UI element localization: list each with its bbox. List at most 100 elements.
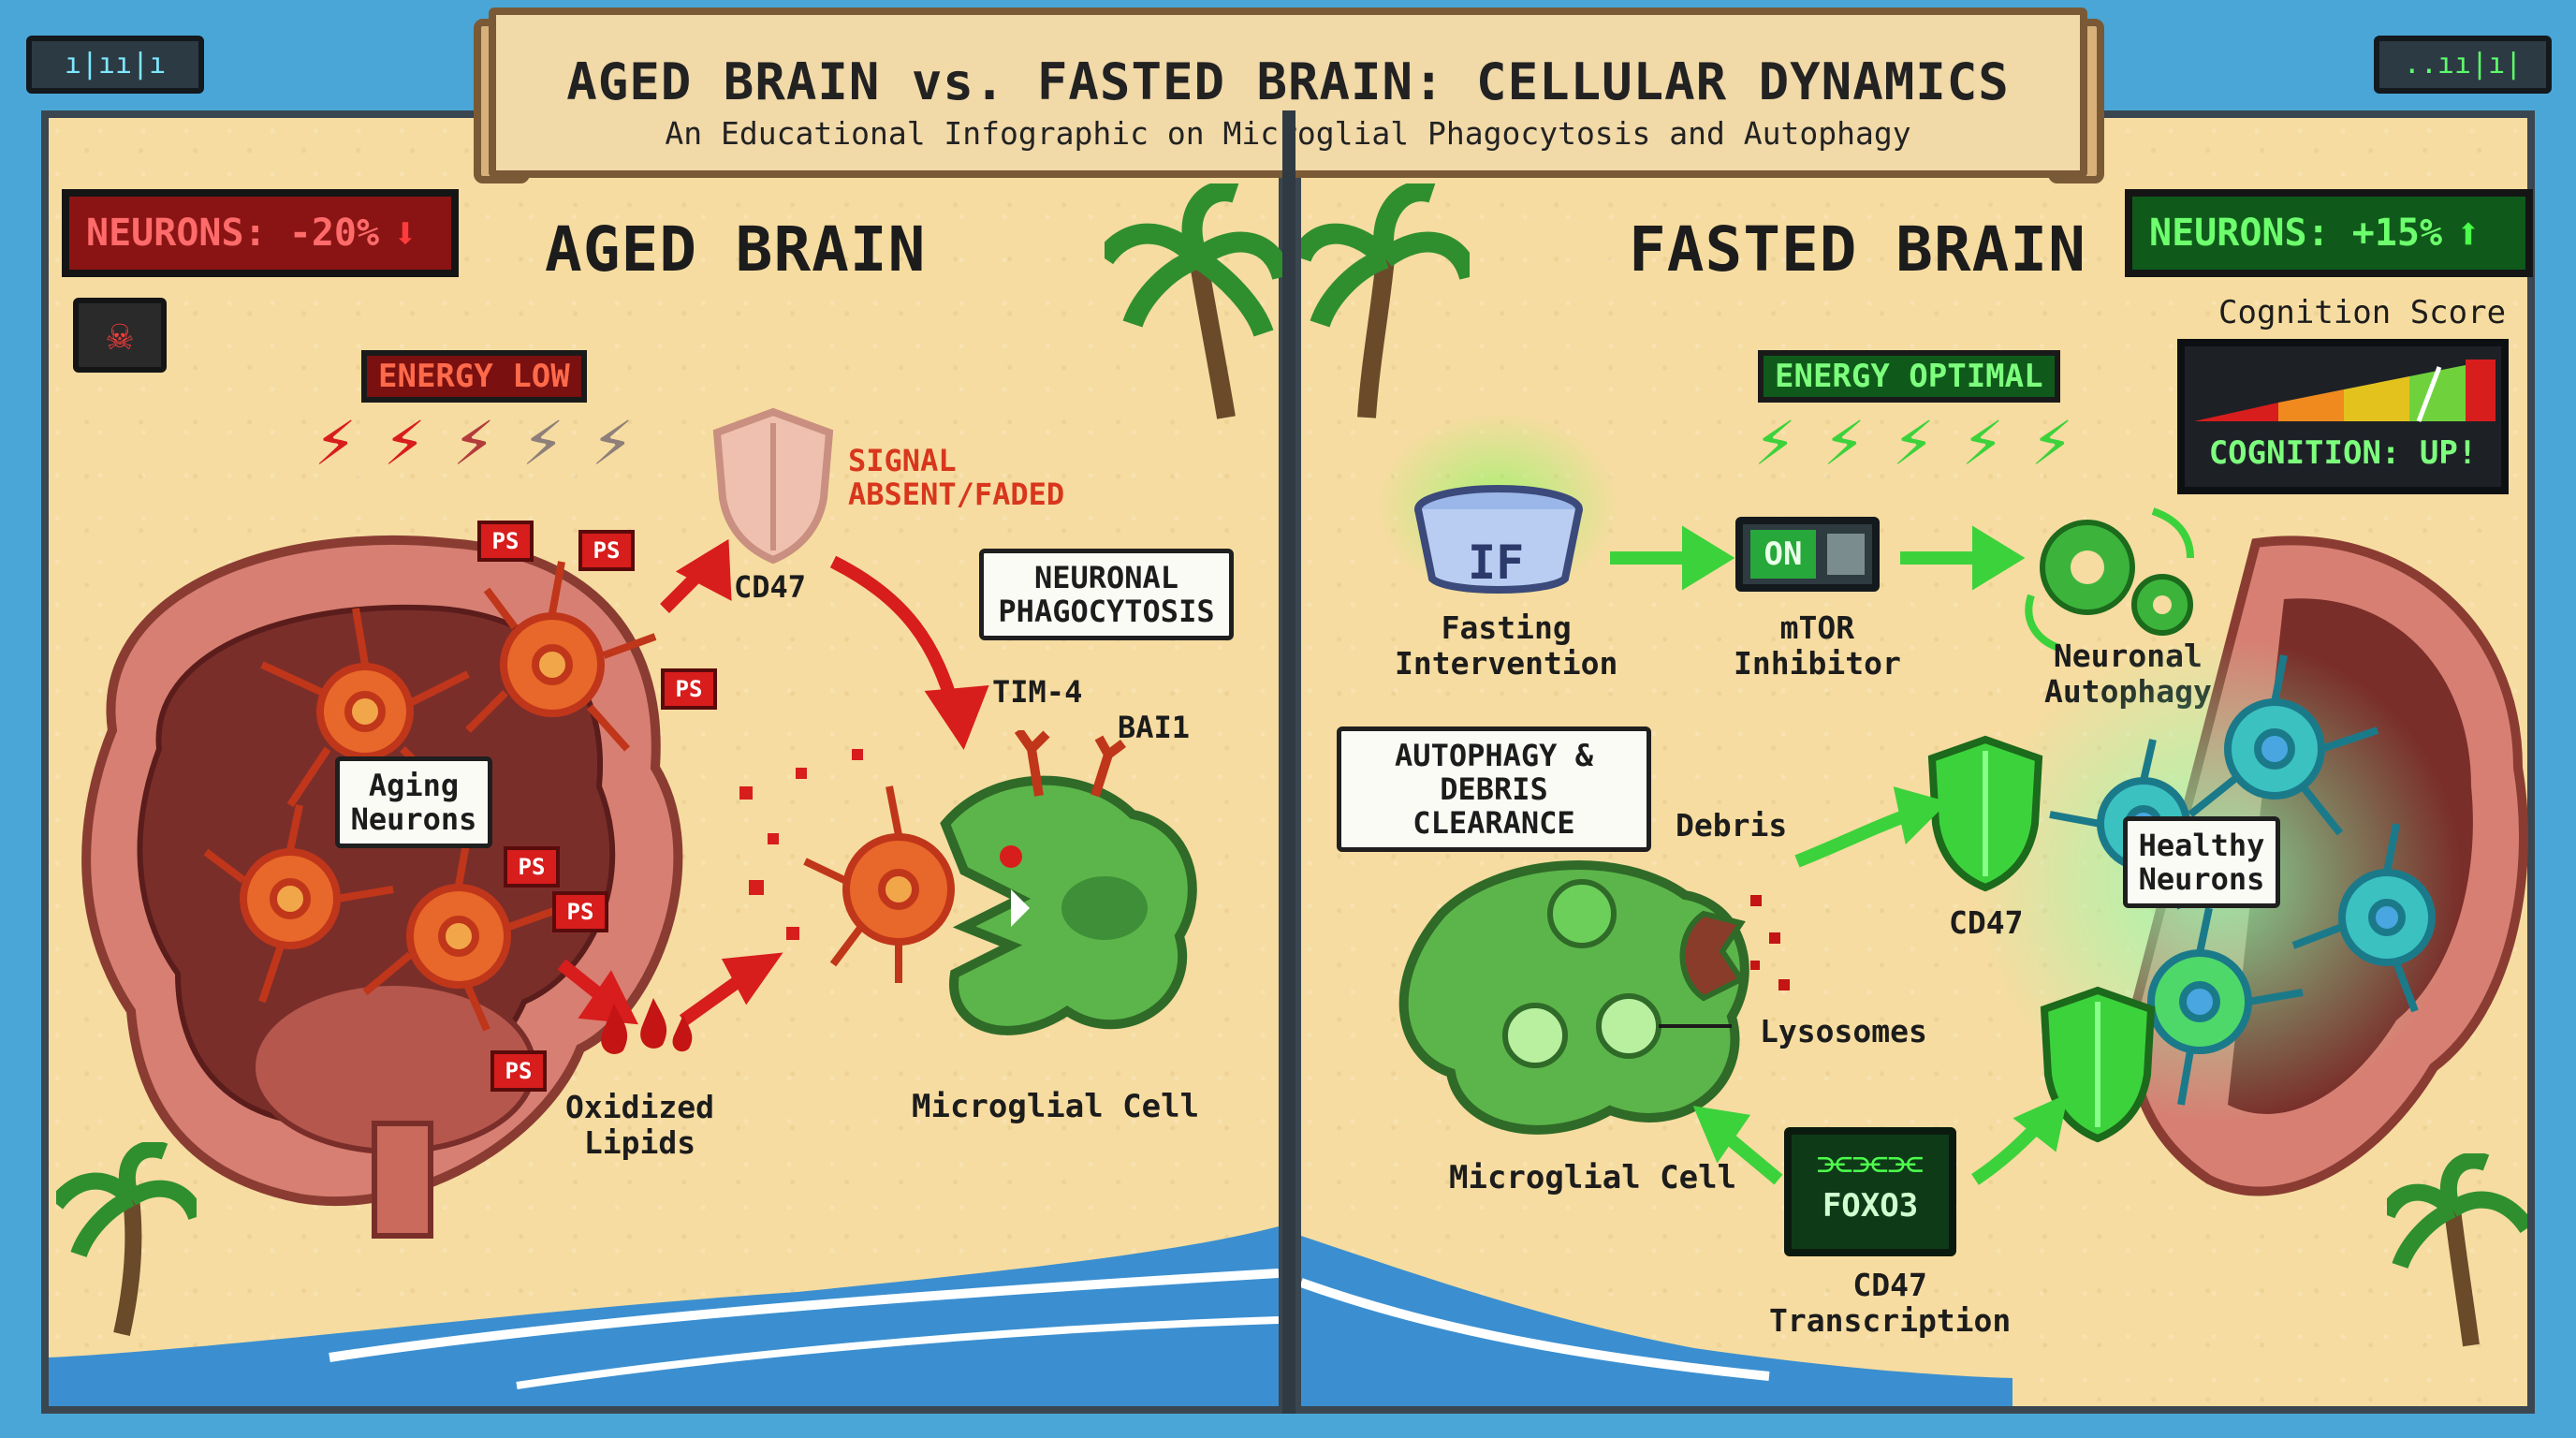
protective-shield-icon	[2040, 986, 2156, 1143]
signal-device-left: ı|ıı|ı	[26, 36, 204, 94]
ocean-waves-left	[49, 1226, 1279, 1406]
phagocytosis-callout: NEURONAL PHAGOCYTOSIS	[979, 549, 1234, 640]
bolt-icon: ⚡	[2031, 401, 2073, 481]
neurons-decrease-badge: NEURONS: -20% ⬇	[62, 189, 459, 277]
gears-icon	[2025, 507, 2194, 652]
skull-icon: ☠	[73, 298, 167, 373]
fasting-line2: Intervention	[1395, 645, 1618, 682]
ps-flag: PS	[661, 668, 717, 710]
if-label: IF	[1468, 536, 1525, 590]
aged-brain-inner	[137, 605, 616, 1128]
bolt-icon: ⚡	[1823, 401, 1866, 481]
healthy-neuron	[2291, 823, 2436, 1013]
bolt-icon: ⚡	[592, 401, 634, 481]
mtor-line1: mTOR	[1779, 609, 1855, 646]
healthy-microglia-illustration	[1398, 860, 1790, 1135]
cognition-meter: COGNITION: UP!	[2177, 339, 2509, 494]
energy-optimal-bolts: ⚡ ⚡ ⚡ ⚡ ⚡	[1754, 406, 2110, 491]
fasting-line1: Fasting	[1441, 609, 1572, 646]
lysosome	[1502, 1003, 1568, 1068]
ocean-waves-right	[1301, 1236, 2012, 1406]
neurons-increase-badge: NEURONS: +15% ⬆	[2125, 189, 2533, 277]
aged-microglia-illustration	[739, 730, 1197, 1035]
clearance-line1: AUTOPHAGY &	[1395, 738, 1593, 773]
transcription-line2: Transcription	[1769, 1302, 2012, 1339]
debris-particles	[739, 749, 863, 940]
aging-neurons	[203, 561, 657, 1032]
bai1-label: BAI1	[1118, 710, 1191, 745]
microglial-body	[1398, 860, 1749, 1135]
ps-flag: PS	[552, 891, 608, 932]
ps-flag: PS	[477, 521, 534, 562]
bolt-icon: ⚡	[315, 401, 357, 481]
healthy-neurons-callout: Healthy Neurons	[2123, 816, 2280, 908]
foxo3-box: ⫘⫘⫘ FOXO3	[1784, 1127, 1956, 1256]
lysosome	[1547, 879, 1617, 948]
clearance-line2: DEBRIS CLEARANCE	[1412, 771, 1575, 841]
oxidized-line1: Oxidized	[565, 1089, 714, 1125]
fasted-brain-title: FASTED BRAIN	[1629, 213, 2086, 286]
bolt-icon: ⚡	[1962, 401, 2004, 481]
signal-label-line1: SIGNAL	[848, 443, 957, 478]
lysosomes-label: Lysosomes	[1760, 1013, 1927, 1049]
signal-absent-label: SIGNAL ABSENT/FADED	[848, 444, 1064, 511]
oxidized-lipids-label: Oxidized Lipids	[565, 1090, 714, 1161]
signal-label-line2: ABSENT/FADED	[848, 477, 1065, 512]
dna-icon: ⫘⫘⫘	[1817, 1137, 1924, 1183]
aging-neurons-label-line1: Aging Neurons	[350, 768, 477, 837]
cognition-score-title: Cognition Score	[2218, 294, 2507, 331]
lysosome	[1596, 993, 1661, 1059]
healthy-line2: Neurons	[2138, 861, 2265, 897]
aged-brain-title: AGED BRAIN	[545, 213, 927, 286]
lipid-droplets-icon	[601, 998, 693, 1054]
debris-label: Debris	[1676, 807, 1788, 844]
cognition-status: COGNITION: UP!	[2208, 434, 2478, 472]
up-arrow-icon: ⬆	[2455, 208, 2481, 258]
feedback-arrows	[1692, 786, 2069, 1185]
energy-low-bolts: ⚡ ⚡ ⚡ ⚡ ⚡	[315, 406, 670, 491]
mtor-toggle-switch: ON	[1735, 517, 1880, 592]
aged-flow-arrows	[557, 538, 989, 1026]
cd47-transcription-label: CD47 Transcription	[1769, 1268, 2011, 1339]
bolt-icon: ⚡	[384, 401, 426, 481]
palm-tree-icon	[1105, 183, 1282, 419]
healthy-neuron	[2188, 654, 2379, 836]
aging-neurons-callout: Aging Neurons	[335, 756, 492, 848]
healthy-neuron	[2104, 907, 2304, 1106]
bolt-icon: ⚡	[522, 401, 564, 481]
toggle-knob	[1827, 534, 1865, 575]
bolt-icon: ⚡	[453, 401, 495, 481]
mtor-line2: Inhibitor	[1734, 645, 1901, 682]
energy-low-tag: ENERGY LOW	[361, 350, 587, 403]
signal-device-right: ..ıı|ı|	[2374, 36, 2552, 94]
engulfed-neuron	[803, 785, 955, 983]
healthy-line1: Healthy	[2138, 828, 2265, 863]
tim4-label: TIM-4	[992, 674, 1083, 710]
cd47-shield-icon	[1927, 735, 2043, 892]
autophagy-clearance-callout: AUTOPHAGY & DEBRIS CLEARANCE	[1337, 726, 1651, 852]
neurons-status-text: NEURONS: -20%	[86, 212, 380, 255]
fasted-flow-arrows	[1610, 525, 2026, 591]
fasted-microglia-label: Microglial Cell	[1449, 1159, 1737, 1196]
bolt-icon: ⚡	[1893, 401, 1935, 481]
foxo3-label: FOXO3	[1822, 1187, 1919, 1225]
ps-flag: PS	[578, 530, 635, 571]
phagocytosis-line1: NEURONAL	[1033, 560, 1179, 595]
ps-flag: PS	[504, 846, 560, 888]
neurons-status-text: NEURONS: +15%	[2149, 212, 2443, 255]
fasting-intervention-label: Fasting Intervention	[1395, 610, 1617, 682]
cognition-gauge-icon	[2194, 360, 2496, 422]
cd47-label-left: CD47	[734, 569, 807, 605]
aging-neuron	[465, 561, 657, 752]
palm-tree-icon	[2387, 1153, 2527, 1347]
aging-neuron	[203, 804, 394, 1004]
toggle-on-label: ON	[1750, 530, 1816, 579]
empty-bowl-icon	[1414, 485, 1583, 594]
energy-optimal-tag: ENERGY OPTIMAL	[1758, 350, 2060, 403]
mtor-inhibitor-label: mTOR Inhibitor	[1734, 610, 1901, 682]
aged-microglia-label: Microglial Cell	[912, 1088, 1200, 1125]
phagocytosis-line2: PHAGOCYTOSIS	[998, 594, 1215, 629]
faded-shield-icon	[712, 407, 834, 564]
page-title: AGED BRAIN vs. FASTED BRAIN: CELLULAR DY…	[566, 52, 2010, 111]
